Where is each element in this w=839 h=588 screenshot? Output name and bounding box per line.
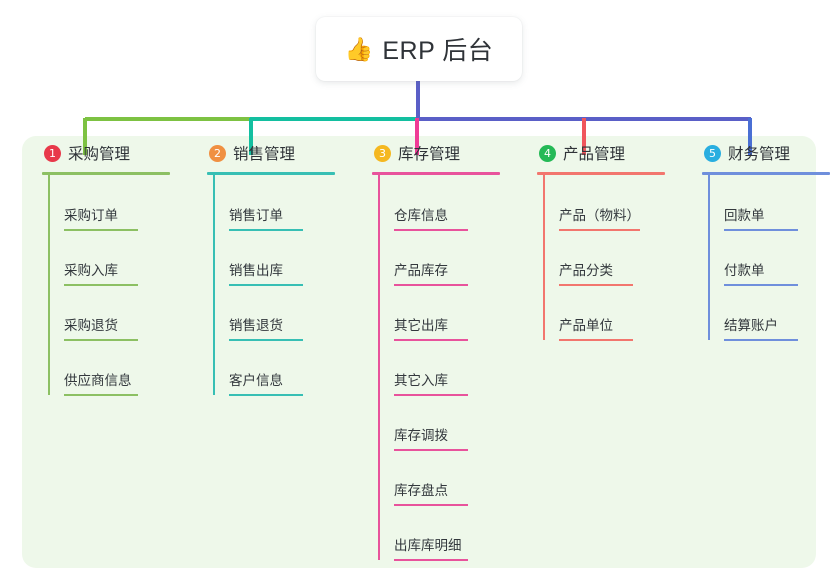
menu-item-label: 销售出库 <box>229 259 303 286</box>
mindmap-columns: 1 采购管理采购订单采购入库采购退货供应商信息 2 销售管理销售订单销售出库销售退货客… <box>22 136 830 568</box>
column-header-product[interactable]: 4 产品管理 <box>535 136 682 170</box>
menu-item[interactable]: 库存调拨 <box>378 395 517 451</box>
menu-item-label: 出库库明细 <box>394 534 468 561</box>
menu-item-label: 产品（物料） <box>559 204 640 231</box>
column-header-inventory[interactable]: 3 库存管理 <box>370 136 517 170</box>
menu-item-label: 客户信息 <box>229 369 303 396</box>
column-finance: 5 财务管理回款单付款单结算账户 <box>682 136 839 568</box>
column-badge-product: 4 <box>539 144 556 162</box>
mindmap-background-panel <box>22 136 816 568</box>
column-title-inventory: 库存管理 <box>398 146 461 163</box>
menu-item[interactable]: 回款单 <box>708 175 839 231</box>
column-items-inventory: 仓库信息产品库存其它出库其它入库库存调拨库存盘点出库库明细 <box>370 175 517 561</box>
menu-item[interactable]: 产品（物料） <box>543 175 682 231</box>
menu-item-label: 库存调拨 <box>394 424 468 451</box>
menu-item[interactable]: 产品分类 <box>543 230 682 286</box>
column-header-rule-sales <box>207 172 335 175</box>
column-sales: 2 销售管理销售订单销售出库销售退货客户信息 <box>187 136 352 568</box>
menu-item[interactable]: 销售订单 <box>213 175 352 231</box>
column-product: 4 产品管理产品（物料） 产品分类产品单位 <box>517 136 682 568</box>
connector-lines <box>83 81 752 155</box>
column-header-rule-finance <box>702 172 830 175</box>
menu-item-label: 采购订单 <box>64 204 138 231</box>
column-inventory: 3 库存管理仓库信息产品库存其它出库其它入库库存调拨库存盘点出库库明细 <box>352 136 517 568</box>
column-title-product: 产品管理 <box>563 146 626 163</box>
column-items-purchase: 采购订单采购入库采购退货供应商信息 <box>40 175 187 396</box>
menu-item-label: 供应商信息 <box>64 369 138 396</box>
menu-item-label: 采购退货 <box>64 314 138 341</box>
menu-item-label: 采购入库 <box>64 259 138 286</box>
column-items-sales: 销售订单销售出库销售退货客户信息 <box>205 175 352 396</box>
root-node-title: ERP 后台 <box>382 37 494 65</box>
menu-item[interactable]: 采购退货 <box>48 285 187 341</box>
menu-item-label: 产品库存 <box>394 259 468 286</box>
menu-item[interactable]: 仓库信息 <box>378 175 517 231</box>
menu-item-label: 其它出库 <box>394 314 468 341</box>
menu-item-label: 付款单 <box>724 259 798 286</box>
column-title-purchase: 采购管理 <box>68 146 131 163</box>
column-header-purchase[interactable]: 1 采购管理 <box>40 136 187 170</box>
column-header-rule-purchase <box>42 172 170 175</box>
column-items-product: 产品（物料） 产品分类产品单位 <box>535 175 682 341</box>
column-title-finance: 财务管理 <box>728 146 791 163</box>
column-items-finance: 回款单付款单结算账户 <box>700 175 839 341</box>
menu-item[interactable]: 产品库存 <box>378 230 517 286</box>
column-header-rule-inventory <box>372 172 500 175</box>
thumbs-up-icon: 👍 <box>344 35 374 62</box>
column-header-sales[interactable]: 2 销售管理 <box>205 136 352 170</box>
menu-item[interactable]: 结算账户 <box>708 285 839 341</box>
menu-item[interactable]: 销售退货 <box>213 285 352 341</box>
menu-item[interactable]: 其它入库 <box>378 340 517 396</box>
menu-item[interactable]: 采购入库 <box>48 230 187 286</box>
menu-item-label: 其它入库 <box>394 369 468 396</box>
column-badge-inventory: 3 <box>374 144 391 162</box>
menu-item-label: 仓库信息 <box>394 204 468 231</box>
menu-item[interactable]: 销售出库 <box>213 230 352 286</box>
column-title-sales: 销售管理 <box>233 146 296 163</box>
menu-item-label: 销售退货 <box>229 314 303 341</box>
menu-item-label: 结算账户 <box>724 314 798 341</box>
menu-item[interactable]: 产品单位 <box>543 285 682 341</box>
column-badge-sales: 2 <box>209 144 226 162</box>
menu-item[interactable]: 客户信息 <box>213 340 352 396</box>
root-node-content: 👍 ERP 后台 <box>345 31 494 67</box>
menu-item-label: 销售订单 <box>229 204 303 231</box>
menu-item-label: 库存盘点 <box>394 479 468 506</box>
menu-item[interactable]: 其它出库 <box>378 285 517 341</box>
menu-item[interactable]: 出库库明细 <box>378 505 517 561</box>
menu-item[interactable]: 付款单 <box>708 230 839 286</box>
root-node-erp-backend[interactable]: 👍 ERP 后台 <box>316 17 522 81</box>
column-badge-finance: 5 <box>704 144 721 162</box>
column-badge-purchase: 1 <box>44 144 61 162</box>
menu-item[interactable]: 库存盘点 <box>378 450 517 506</box>
menu-item[interactable]: 供应商信息 <box>48 340 187 396</box>
column-purchase: 1 采购管理采购订单采购入库采购退货供应商信息 <box>22 136 187 568</box>
menu-item[interactable]: 采购订单 <box>48 175 187 231</box>
menu-item-label: 产品分类 <box>559 259 633 286</box>
menu-item-label: 产品单位 <box>559 314 633 341</box>
menu-item-label: 回款单 <box>724 204 798 231</box>
column-header-rule-product <box>537 172 665 175</box>
column-header-finance[interactable]: 5 财务管理 <box>700 136 839 170</box>
